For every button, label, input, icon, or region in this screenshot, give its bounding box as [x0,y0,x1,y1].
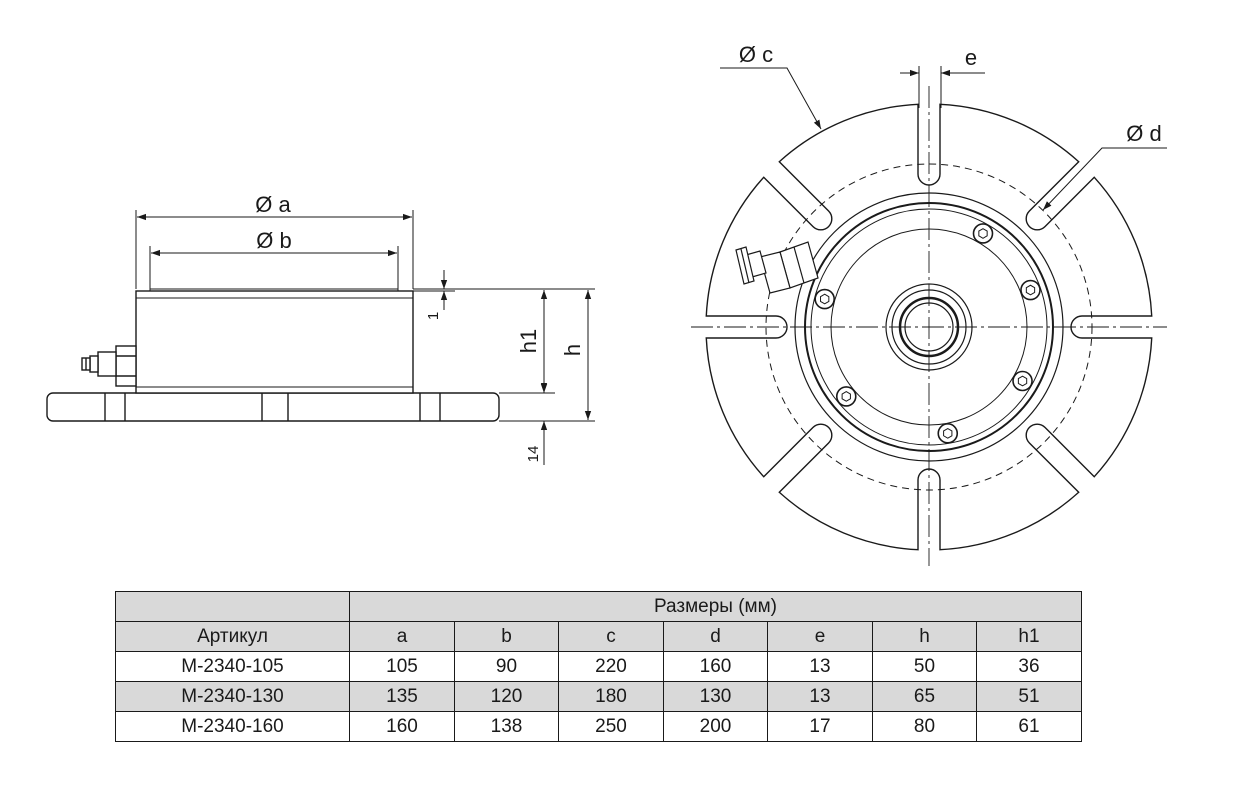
dimension-cell: 105 [349,651,455,682]
cap-screws [814,223,1041,444]
column-header: h [872,621,977,652]
dimension-cell: 135 [349,681,455,712]
column-header: b [454,621,559,652]
label-diameter-c: Ø c [739,42,773,67]
screw-icon [814,288,835,310]
screw-icon [937,423,959,444]
dimension-cell: 61 [976,711,1082,742]
group-header-cell: Размеры (мм) [349,591,1082,622]
label-diameter-d: Ø d [1126,121,1161,146]
column-header: e [767,621,873,652]
column-header: d [663,621,768,652]
article-cell: M-2340-130 [115,681,350,712]
label-h1: h1 [516,329,541,353]
label-slot-e: e [965,45,977,70]
side-view [46,210,595,465]
dimension-cell: 13 [767,681,873,712]
dimensions-table: Размеры (мм) Артикул a b c d e h h1 M-23… [115,591,1082,742]
coupling-icon [735,241,819,294]
column-header: a [349,621,455,652]
dimension-cell: 220 [558,651,664,682]
dimension-cell: 90 [454,651,559,682]
hex-socket-icon [1017,375,1028,387]
dimension-cell: 13 [767,651,873,682]
empty-header-cell [115,591,350,622]
hex-socket-icon [978,228,988,239]
hex-socket-icon [841,391,851,402]
dimension-cell: 50 [872,651,977,682]
column-header: Артикул [115,621,350,652]
label-dim-1: 1 [425,312,442,320]
label-dim-14: 14 [525,446,542,463]
screw-icon [835,386,857,407]
dimension-cell: 160 [349,711,455,742]
label-diameter-a: Ø a [255,192,291,217]
dimension-cell: 180 [558,681,664,712]
label-diameter-b: Ø b [256,228,291,253]
hex-socket-icon [943,427,953,439]
dimension-cell: 160 [663,651,768,682]
column-header: c [558,621,664,652]
article-cell: M-2340-105 [115,651,350,682]
base-flange [46,392,500,422]
dimension-cell: 250 [558,711,664,742]
dimension-cell: 130 [663,681,768,712]
hex-socket-icon [1025,284,1036,296]
dimension-cell: 200 [663,711,768,742]
hex-socket-icon [820,293,830,305]
dimension-cell: 65 [872,681,977,712]
cylinder-body [135,290,414,394]
label-h: h [560,344,585,356]
dimension-cell: 80 [872,711,977,742]
dimension-cell: 36 [976,651,1082,682]
dimension-cell: 138 [454,711,559,742]
screw-icon [1012,370,1033,392]
column-header: h1 [976,621,1082,652]
dimension-cell: 17 [767,711,873,742]
top-view [691,66,1167,566]
article-cell: M-2340-160 [115,711,350,742]
table-column-header-row: Артикул a b c d e h h1 [115,621,1082,652]
dimension-cell: 120 [454,681,559,712]
screw-icon [972,223,994,244]
table-group-header-row: Размеры (мм) [115,591,1082,622]
technical-drawing: Ø a Ø b 1 h1 h 14 [46,42,1167,566]
dimension-cell: 51 [976,681,1082,712]
screw-icon [1020,279,1041,301]
coupling-icon [81,345,137,387]
